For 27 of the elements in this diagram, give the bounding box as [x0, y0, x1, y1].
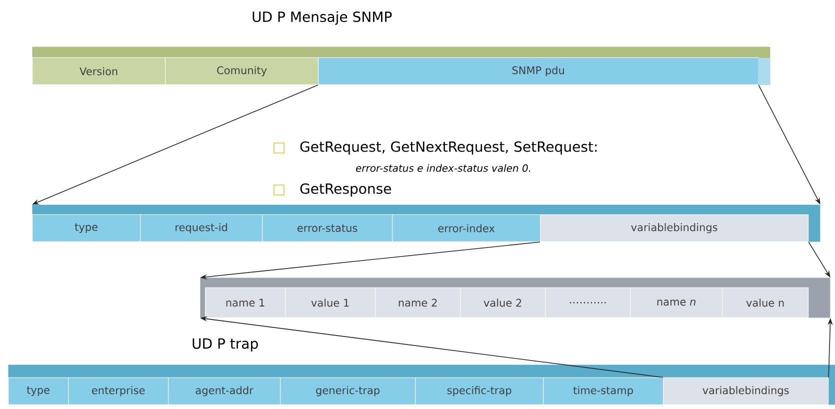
field-cell: specific-trap [415, 377, 544, 405]
field-cell: generic-trap [280, 377, 416, 405]
field-cell: SNMP pdu [318, 57, 759, 85]
field-cell: name n [630, 287, 723, 318]
field-cell: time-stamp [543, 377, 664, 405]
field-cell: type [32, 214, 141, 242]
field-cell: error-index [392, 214, 541, 242]
field-cell: ……….. [545, 287, 631, 318]
field-cell: name 1 [205, 287, 286, 318]
field-cell: value 1 [285, 287, 376, 318]
field-cell: variablebindings [663, 377, 829, 405]
field-cell: value n [722, 287, 809, 318]
field-cell: enterprise [68, 377, 169, 405]
list-item: GetResponse [300, 183, 391, 197]
field-cell: Comunity [165, 57, 319, 85]
heading: UD P Mensaje SNMP [252, 11, 392, 25]
field-cell: value 2 [460, 287, 546, 318]
field-cell: request-id [140, 214, 263, 242]
heading: UD P trap [192, 338, 258, 352]
field-cell: name 2 [375, 287, 461, 318]
note: error-status e index-status valen 0. [356, 164, 530, 172]
field-cell: error-status [262, 214, 393, 242]
field-cell: type [8, 377, 69, 405]
field-cell: variablebindings [540, 214, 809, 242]
list-item: GetRequest, GetNextRequest, SetRequest: [300, 141, 597, 155]
field-cell: agent-addr [168, 377, 281, 405]
field-cell: Version [32, 57, 166, 85]
